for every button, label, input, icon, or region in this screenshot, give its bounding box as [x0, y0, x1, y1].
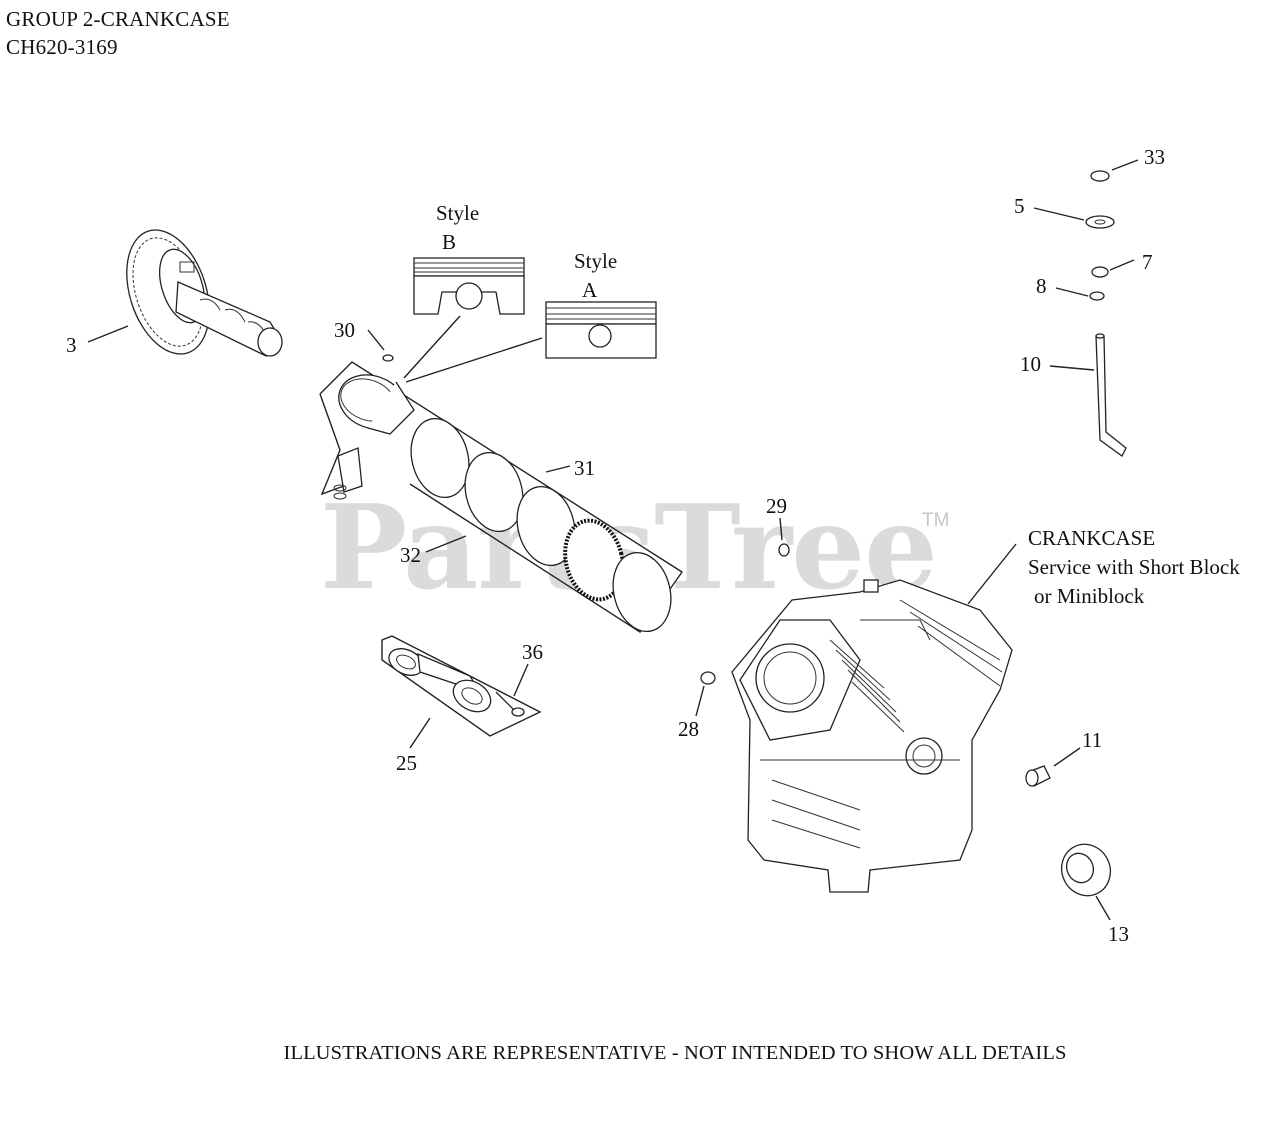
callout-5[interactable]: 5: [1014, 194, 1025, 218]
style-a-word: Style: [574, 249, 618, 273]
callout-25[interactable]: 25: [396, 751, 417, 775]
callout-3[interactable]: 3: [66, 333, 77, 357]
crankcase-miniblock-note: or Miniblock: [1034, 584, 1145, 608]
camshaft-gear-part[interactable]: [112, 219, 283, 364]
callout-32[interactable]: 32: [400, 543, 421, 567]
part-5-washer[interactable]: [1085, 215, 1115, 229]
crankcase-label: CRANKCASE: [1028, 526, 1156, 550]
part-7-seal[interactable]: [1091, 266, 1109, 278]
crankcase-service-note: Service with Short Block: [1028, 555, 1240, 579]
callout-8[interactable]: 8: [1036, 274, 1047, 298]
part-10-tube[interactable]: [1095, 333, 1127, 457]
style-a-letter: A: [582, 278, 598, 302]
callout-33[interactable]: 33: [1144, 145, 1165, 169]
dowel-pin-29[interactable]: [778, 543, 790, 557]
part-13-oil-seal[interactable]: [1053, 836, 1118, 903]
dowel-pin-28[interactable]: [700, 671, 716, 685]
callout-13[interactable]: 13: [1108, 922, 1129, 946]
callout-10[interactable]: 10: [1020, 352, 1041, 376]
diagram-group-title: GROUP 2-CRANKCASE: [6, 7, 230, 31]
callout-11[interactable]: 11: [1082, 728, 1103, 752]
connecting-rod[interactable]: [385, 644, 497, 719]
style-b-letter: B: [442, 230, 457, 254]
callout-30[interactable]: 30: [334, 318, 355, 342]
style-b-word: Style: [436, 201, 480, 225]
model-number: CH620-3169: [6, 35, 118, 59]
callout-29[interactable]: 29: [766, 494, 787, 518]
callout-7[interactable]: 7: [1142, 250, 1153, 274]
piston-rings[interactable]: [403, 412, 679, 637]
callout-36[interactable]: 36: [522, 640, 543, 664]
callout-31[interactable]: 31: [574, 456, 595, 480]
part-33-washer[interactable]: [1090, 170, 1110, 182]
disclaimer-footer: ILLUSTRATIONS ARE REPRESENTATIVE - NOT I…: [283, 1042, 1067, 1064]
connecting-rod-bolt[interactable]: [495, 691, 525, 717]
piston-style-b[interactable]: [413, 257, 525, 315]
callout-28[interactable]: 28: [678, 717, 699, 741]
part-11-plug[interactable]: [1025, 765, 1051, 787]
piston-assembly[interactable]: [331, 366, 415, 438]
part-8-o-ring[interactable]: [1089, 291, 1105, 301]
piston-pin[interactable]: [333, 447, 363, 500]
piston-pin-clip[interactable]: [382, 354, 394, 362]
crankcase-part[interactable]: [731, 579, 1013, 893]
watermark-trademark: TM: [922, 510, 950, 531]
piston-style-a[interactable]: [545, 301, 657, 359]
